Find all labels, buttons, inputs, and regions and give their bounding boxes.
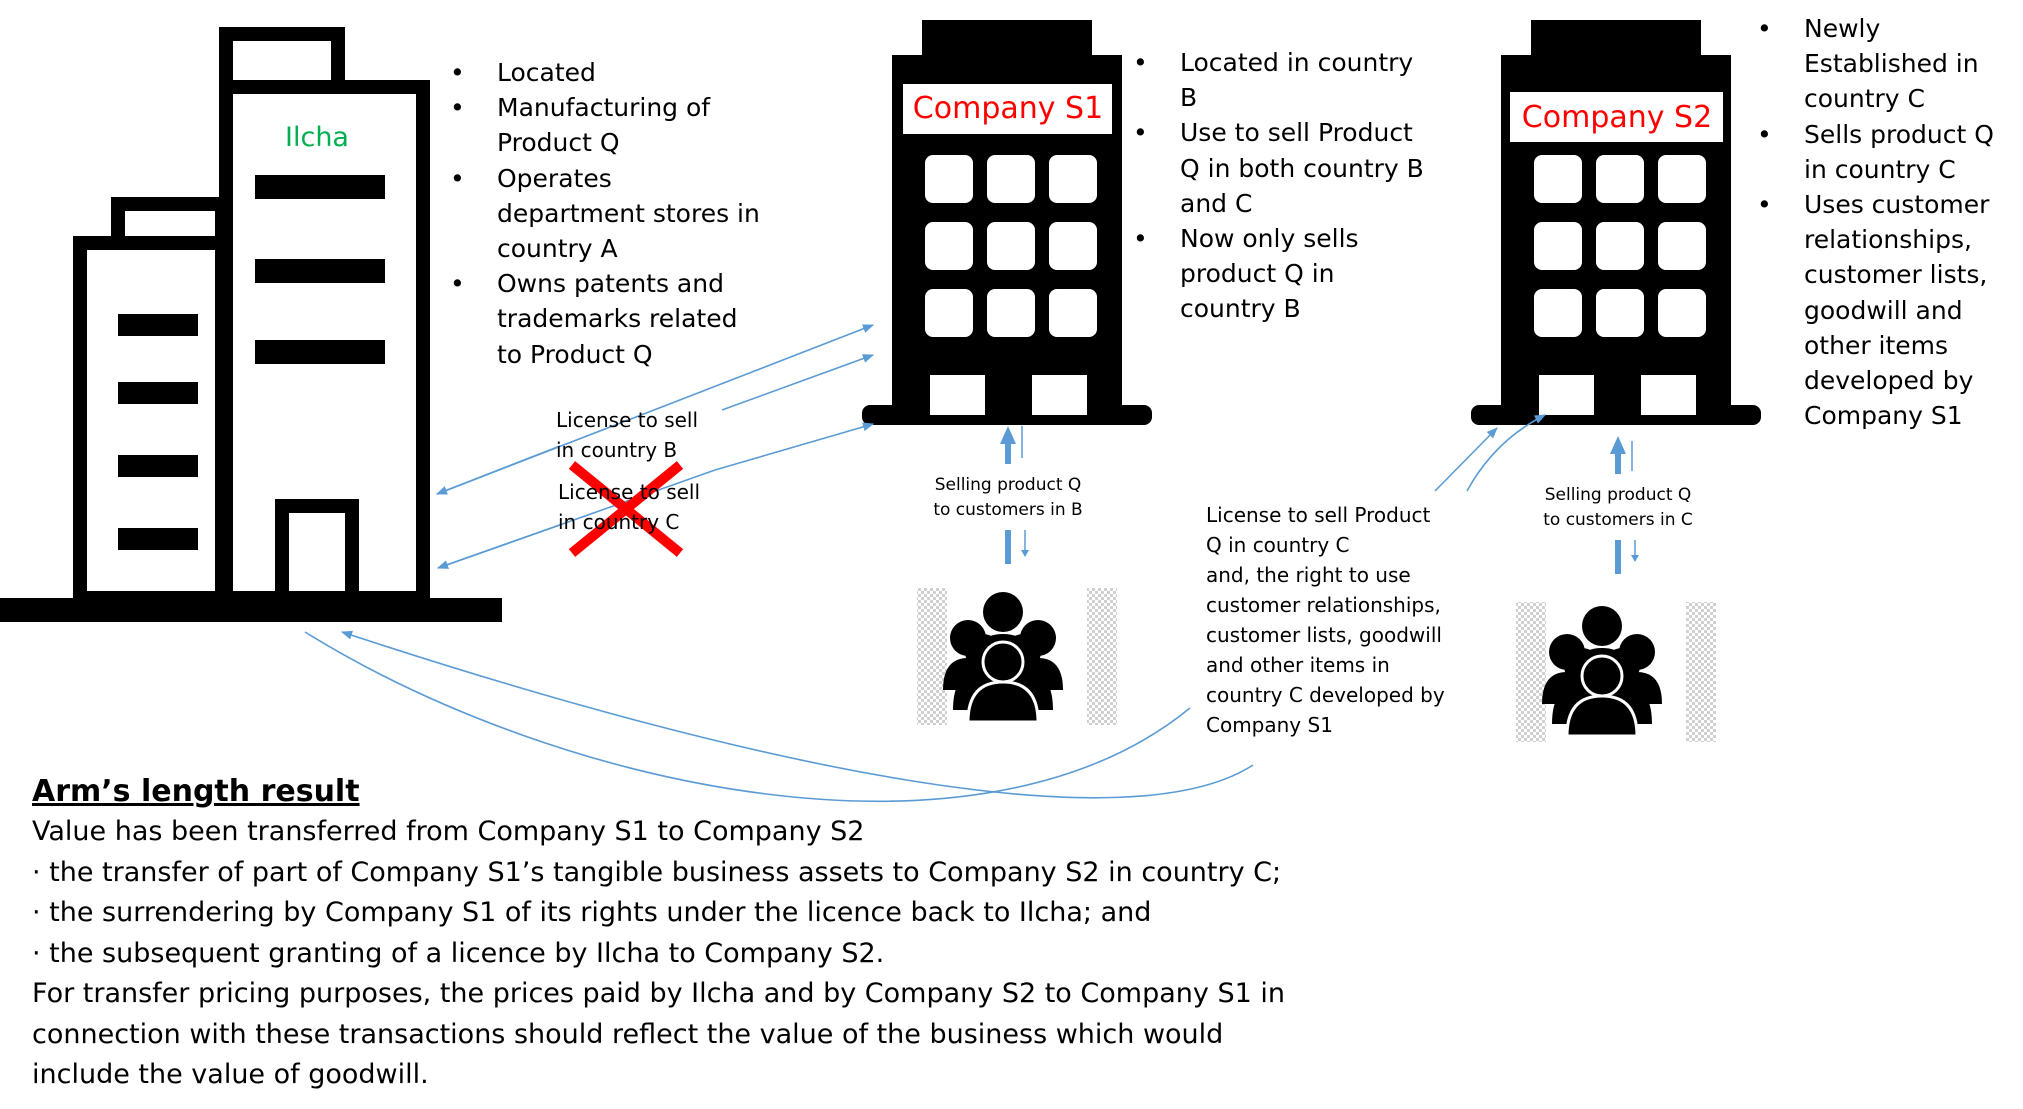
ilcha-building-icon (0, 27, 502, 622)
s2-selling-line1: Selling product Q (1544, 485, 1692, 505)
company-s2-building-icon (1471, 20, 1761, 425)
company-s1-bullet: Use to sell Product Q in both country B … (1133, 115, 1433, 221)
s1-selling-line2: to customers in B (933, 500, 1083, 520)
company-s2-bullet: Newly Established in country C (1757, 11, 2022, 117)
company-s1-bullet: Located in country B (1133, 45, 1433, 115)
license-country-b-label: License to sell in country B (556, 405, 698, 465)
license-s2-label: License to sell Product Q in country C a… (1206, 500, 1496, 740)
license-country-b-line2: in country B (556, 438, 678, 462)
result-line: · the subsequent granting of a licence b… (32, 937, 885, 969)
company-s2-label: Company S2 (1522, 100, 1712, 135)
company-s2-bullet: Sells product Q in country C (1757, 117, 2022, 187)
ilcha-bullet: Operates department stores in country A (450, 161, 760, 267)
cancelled-license-x-icon (568, 461, 684, 557)
result-line: · the transfer of part of Company S1’s t… (32, 856, 1282, 888)
result-line: Value has been transferred from Company … (32, 816, 865, 847)
result-line: For transfer pricing purposes, the price… (32, 978, 1285, 1009)
license-arrows-s2 (1434, 414, 1547, 492)
s1-selling-arrows (1000, 426, 1029, 564)
license-country-c-line1: License to sell (558, 480, 701, 504)
company-s1-bullets: Located in country B Use to sell Product… (1133, 45, 1433, 327)
s2-selling-arrows (1610, 436, 1639, 574)
company-s2-bullet: Uses customer relationships, customer li… (1757, 187, 2022, 433)
license-s2-line: customer lists, goodwill (1206, 623, 1442, 647)
curved-arrows-to-ilcha (304, 630, 1254, 802)
result-line: include the value of goodwill. (32, 1059, 429, 1090)
company-s1-bullet: Now only sells product Q in country B (1133, 221, 1433, 327)
s2-selling-label: Selling product Q to customers in C (1528, 483, 1708, 533)
company-s1-building-icon (862, 20, 1152, 425)
s1-selling-label: Selling product Q to customers in B (918, 473, 1098, 523)
license-arrows-ilcha-s1 (435, 324, 875, 569)
license-country-c-label: License to sell in country C (558, 477, 700, 537)
license-s2-line: and, the right to use (1206, 563, 1411, 587)
ilcha-bullets: Located Manufacturing of Product Q Opera… (450, 55, 760, 372)
license-s2-line: country C developed by (1206, 683, 1445, 707)
license-country-c-line2: in country C (558, 510, 680, 534)
result-heading: Arm’s length result (32, 774, 360, 809)
license-s2-line: Q in country C (1206, 533, 1350, 557)
customers-c-people-group-icon (1516, 602, 1716, 742)
license-s2-line: and other items in (1206, 653, 1390, 677)
license-s2-line: Company S1 (1206, 713, 1333, 737)
result-line: · the surrendering by Company S1 of its … (32, 897, 1152, 928)
s2-selling-line2: to customers in C (1543, 510, 1693, 530)
ilcha-bullet: Owns patents and trademarks related to P… (450, 266, 760, 372)
license-s2-line: customer relationships, (1206, 593, 1441, 617)
ilcha-bullet: Located (450, 55, 760, 90)
ilcha-label: Ilcha (285, 122, 349, 153)
arms-length-result: Arm’s length result Value has been trans… (32, 772, 1432, 1096)
ilcha-bullet: Manufacturing of Product Q (450, 90, 760, 160)
company-s2-bullets: Newly Established in country C Sells pro… (1757, 11, 2022, 433)
company-s1-label: Company S1 (913, 91, 1103, 126)
result-line: connection with these transactions shoul… (32, 1018, 1224, 1050)
license-country-b-line1: License to sell (556, 408, 699, 432)
s1-selling-line1: Selling product Q (934, 475, 1082, 495)
customers-b-people-group-icon (917, 588, 1117, 725)
license-s2-line: License to sell Product (1206, 503, 1431, 527)
